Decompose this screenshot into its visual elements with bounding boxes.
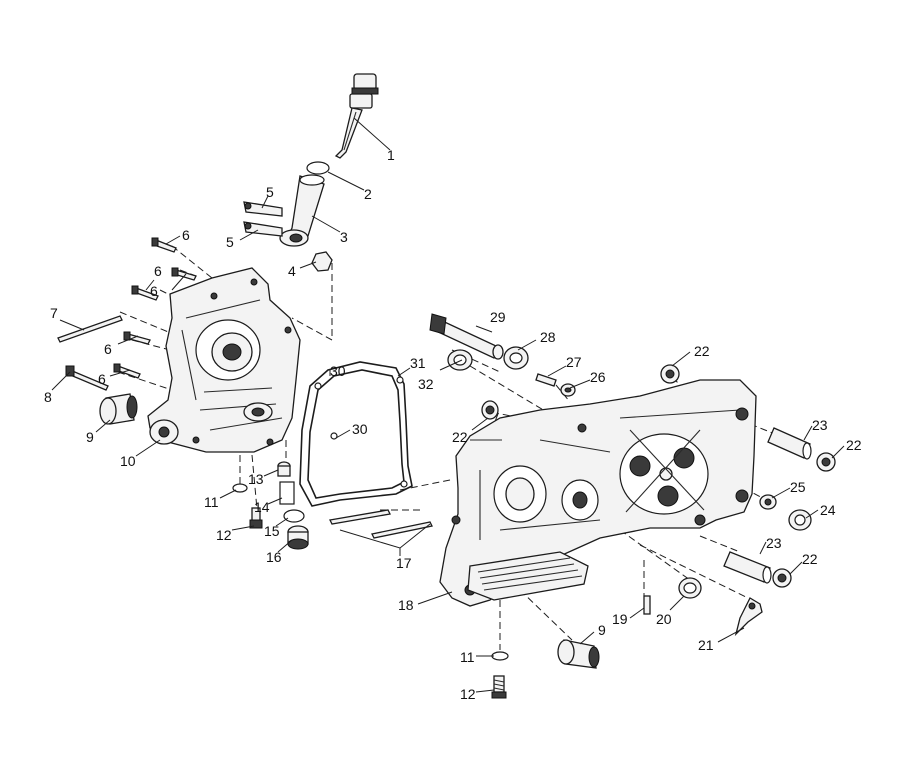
collar-20 (678, 577, 702, 599)
callout-12: 12 (216, 527, 232, 543)
cap-nut-22-mid (481, 400, 499, 420)
callout-11: 11 (460, 649, 475, 665)
callout-22: 22 (846, 437, 862, 453)
bushing-right (557, 639, 600, 669)
callout-2: 2 (364, 186, 372, 202)
callout-labels: 1 2 3 4 5 5 6 6 6 6 6 7 8 9 9 10 11 11 1… (44, 147, 862, 702)
washer-25 (759, 494, 777, 510)
callout-24: 24 (820, 502, 836, 518)
drain-bolt-right (491, 675, 507, 699)
blank-area (508, 160, 714, 204)
nut (311, 251, 333, 272)
oil-seal-32 (447, 349, 473, 371)
right-crankcase-half (439, 379, 757, 607)
callout-20: 20 (656, 611, 672, 627)
callout-31: 31 (410, 355, 426, 371)
callout-17: 17 (396, 555, 412, 571)
cap-nut-22-right (816, 452, 836, 472)
callout-22: 22 (694, 343, 710, 359)
long-stud (57, 315, 123, 343)
callout-25: 25 (790, 479, 806, 495)
callout-30: 30 (330, 363, 346, 379)
cap-nut-22-top (660, 364, 680, 384)
callout-26: 26 (590, 369, 606, 385)
sleeve-23-upper (767, 427, 812, 460)
callout-21: 21 (698, 637, 714, 653)
callout-30: 30 (352, 421, 368, 437)
drain-bolt-left (249, 507, 263, 529)
leader-lines (51, 117, 845, 693)
cap-nut-22-lower (772, 568, 792, 588)
crankcase-gasket (299, 361, 413, 507)
washer-left (232, 483, 248, 493)
pin-19 (643, 595, 651, 615)
callout-11: 11 (204, 494, 219, 510)
callout-6: 6 (98, 371, 106, 387)
oil-seal-28 (503, 346, 529, 370)
o-ring (306, 161, 330, 175)
callout-22: 22 (452, 429, 468, 445)
callout-16: 16 (266, 549, 282, 565)
callout-15: 15 (264, 523, 280, 539)
sleeve-23-lower (723, 551, 772, 584)
callout-27: 27 (566, 354, 582, 370)
callout-22: 22 (802, 551, 818, 567)
spring (279, 481, 295, 505)
callout-18: 18 (398, 597, 414, 613)
callout-3: 3 (340, 229, 348, 245)
callout-6: 6 (154, 263, 162, 279)
callout-6: 6 (182, 227, 190, 243)
callout-1: 1 (387, 147, 395, 163)
callout-28: 28 (540, 329, 556, 345)
callout-32: 32 (418, 376, 434, 392)
lever-21 (734, 597, 763, 637)
sealing-washer (283, 509, 305, 523)
callout-9: 9 (598, 622, 606, 638)
plug-cap (277, 461, 291, 477)
pin-27 (535, 373, 557, 387)
callout-7: 7 (50, 305, 58, 321)
callout-8: 8 (44, 389, 52, 405)
callout-5: 5 (266, 184, 274, 200)
callout-5: 5 (226, 234, 234, 250)
callout-14: 14 (254, 499, 270, 515)
dowel-pins (329, 509, 433, 539)
filler-tube (279, 174, 325, 247)
callout-19: 19 (612, 611, 628, 627)
bushing-left (99, 393, 138, 425)
bolts (113, 237, 197, 379)
left-crankcase-half (147, 267, 301, 453)
callout-9: 9 (86, 429, 94, 445)
callout-29: 29 (490, 309, 506, 325)
callout-6: 6 (104, 341, 112, 357)
callout-10: 10 (120, 453, 136, 469)
seal-24 (788, 509, 812, 531)
callout-4: 4 (288, 263, 296, 279)
washer-right (491, 651, 509, 661)
callout-6: 6 (150, 283, 158, 299)
callout-23: 23 (766, 535, 782, 551)
kickstart-shaft (429, 313, 504, 360)
dipstick (334, 73, 379, 159)
callout-13: 13 (248, 471, 264, 487)
callout-23: 23 (812, 417, 828, 433)
drain-plug (287, 525, 309, 550)
washer-26 (560, 383, 576, 397)
callout-12: 12 (460, 686, 476, 702)
